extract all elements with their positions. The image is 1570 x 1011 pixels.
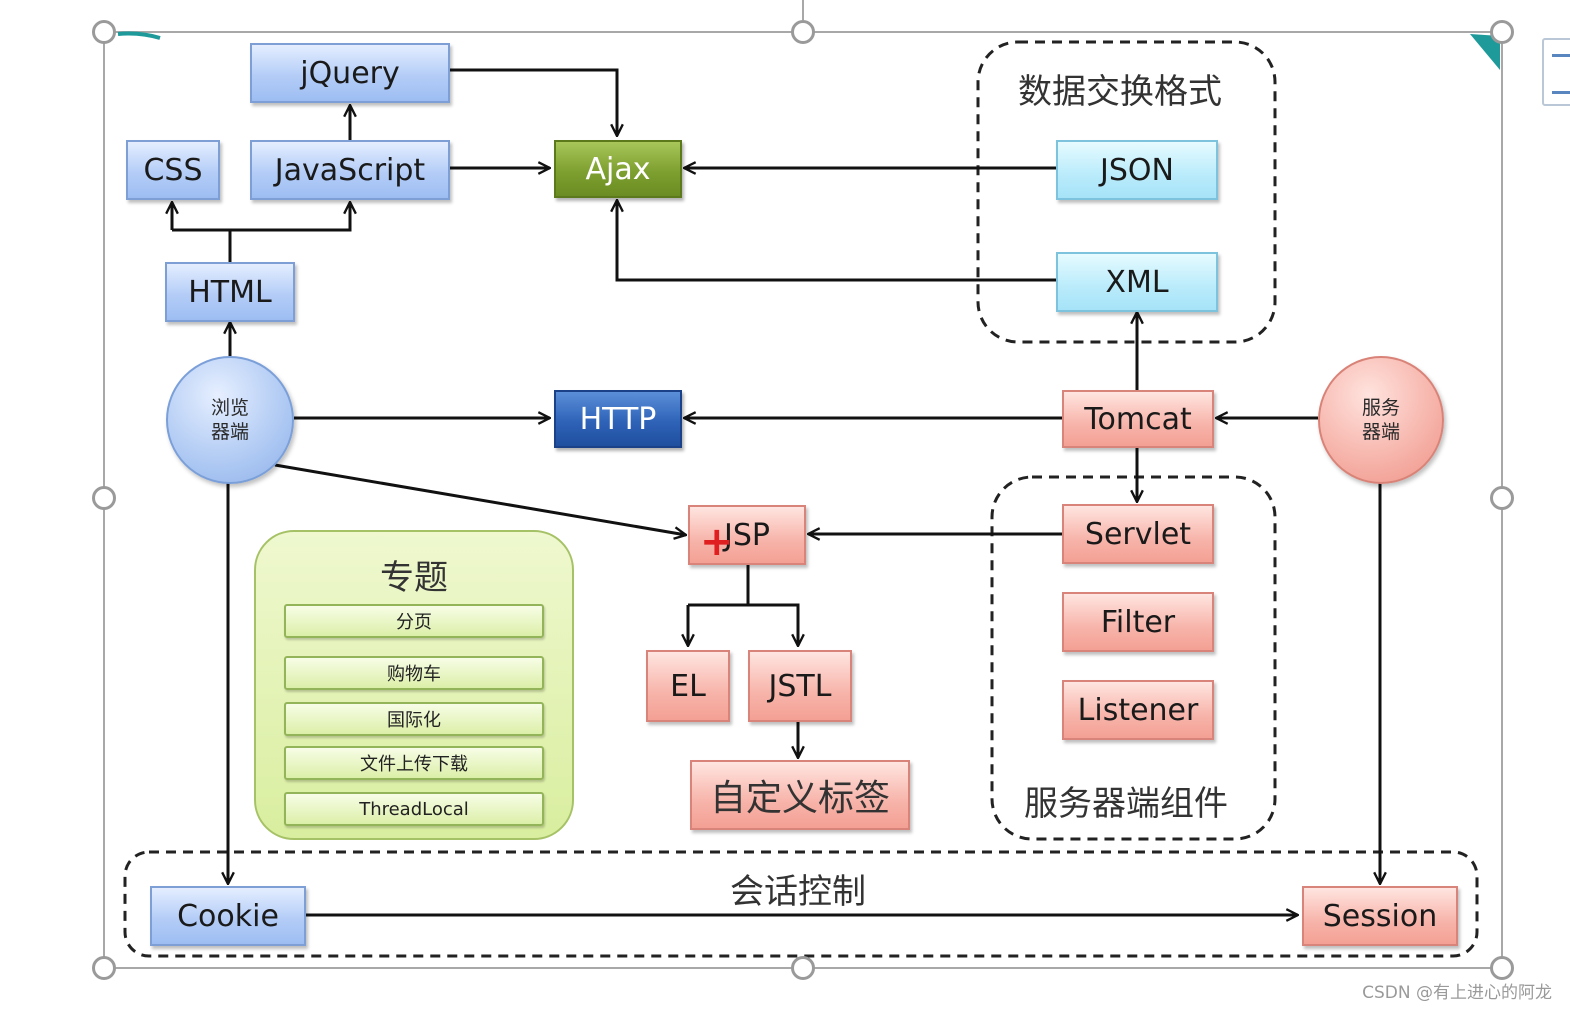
node-xml[interactable]: XML — [1056, 252, 1218, 312]
edge-jsp-branch — [688, 565, 750, 607]
node-filter[interactable]: Filter — [1062, 592, 1214, 652]
session-control-group — [123, 850, 1479, 958]
node-ajax[interactable]: Ajax — [554, 140, 682, 198]
node-cookie[interactable]: Cookie — [150, 886, 306, 946]
edge-html-javascript — [230, 202, 350, 232]
resize-handle-left[interactable] — [92, 486, 116, 510]
node-jsp[interactable]: JSP — [688, 505, 806, 565]
node-css[interactable]: CSS — [126, 140, 220, 200]
node-jstl[interactable]: JSTL — [748, 650, 852, 722]
edge-jsp-jstl — [748, 603, 798, 646]
node-json[interactable]: JSON — [1056, 140, 1218, 200]
topic-item[interactable]: 文件上传下载 — [284, 746, 544, 780]
node-servlet[interactable]: Servlet — [1062, 504, 1214, 564]
node-tomcat[interactable]: Tomcat — [1062, 390, 1214, 448]
cursor-plus-icon: + — [700, 519, 734, 565]
node-listener[interactable]: Listener — [1062, 680, 1214, 740]
layout-options-icon — [1552, 54, 1570, 94]
node-javascript[interactable]: JavaScript — [250, 140, 450, 200]
resize-handle-bottom-left[interactable] — [92, 956, 116, 980]
server-components-label: 服务器端组件 — [1024, 784, 1228, 824]
topic-item[interactable]: 购物车 — [284, 656, 544, 690]
node-el[interactable]: EL — [646, 650, 730, 722]
resize-handle-bottom-right[interactable] — [1490, 956, 1514, 980]
data-exchange-label: 数据交换格式 — [1018, 72, 1222, 112]
resize-handle-top-left[interactable] — [92, 20, 116, 44]
node-jquery[interactable]: jQuery — [250, 43, 450, 103]
node-server[interactable]: 服务 器端 — [1318, 356, 1444, 484]
resize-handle-right[interactable] — [1490, 486, 1514, 510]
corner-accent-top-right — [1470, 34, 1500, 70]
node-http[interactable]: HTTP — [554, 390, 682, 448]
node-session[interactable]: Session — [1302, 886, 1458, 946]
edge-html-branch — [172, 228, 232, 262]
topics-title: 专题 — [380, 558, 448, 598]
topic-item[interactable]: 分页 — [284, 604, 544, 638]
data-exchange-group — [976, 40, 1277, 344]
edge-browser-jsp — [274, 463, 686, 535]
corner-accent-top-left — [117, 31, 161, 40]
node-custom-tag[interactable]: 自定义标签 — [690, 760, 910, 830]
topics-panel: 专题 分页 购物车 国际化 文件上传下载 ThreadLocal — [254, 530, 574, 840]
layout-options-button[interactable] — [1542, 38, 1570, 106]
topic-item[interactable]: ThreadLocal — [284, 792, 544, 826]
resize-handle-top[interactable] — [791, 20, 815, 44]
node-html[interactable]: HTML — [165, 262, 295, 322]
edge-jquery-ajax — [450, 68, 617, 136]
node-browser[interactable]: 浏览 器端 — [166, 356, 294, 484]
edge-xml-ajax — [617, 200, 1056, 282]
session-control-label: 会话控制 — [730, 872, 866, 912]
topic-item[interactable]: 国际化 — [284, 702, 544, 736]
watermark: CSDN @有上进心的阿龙 — [1362, 983, 1552, 1003]
resize-handle-bottom[interactable] — [791, 956, 815, 980]
resize-handle-top-right[interactable] — [1490, 20, 1514, 44]
